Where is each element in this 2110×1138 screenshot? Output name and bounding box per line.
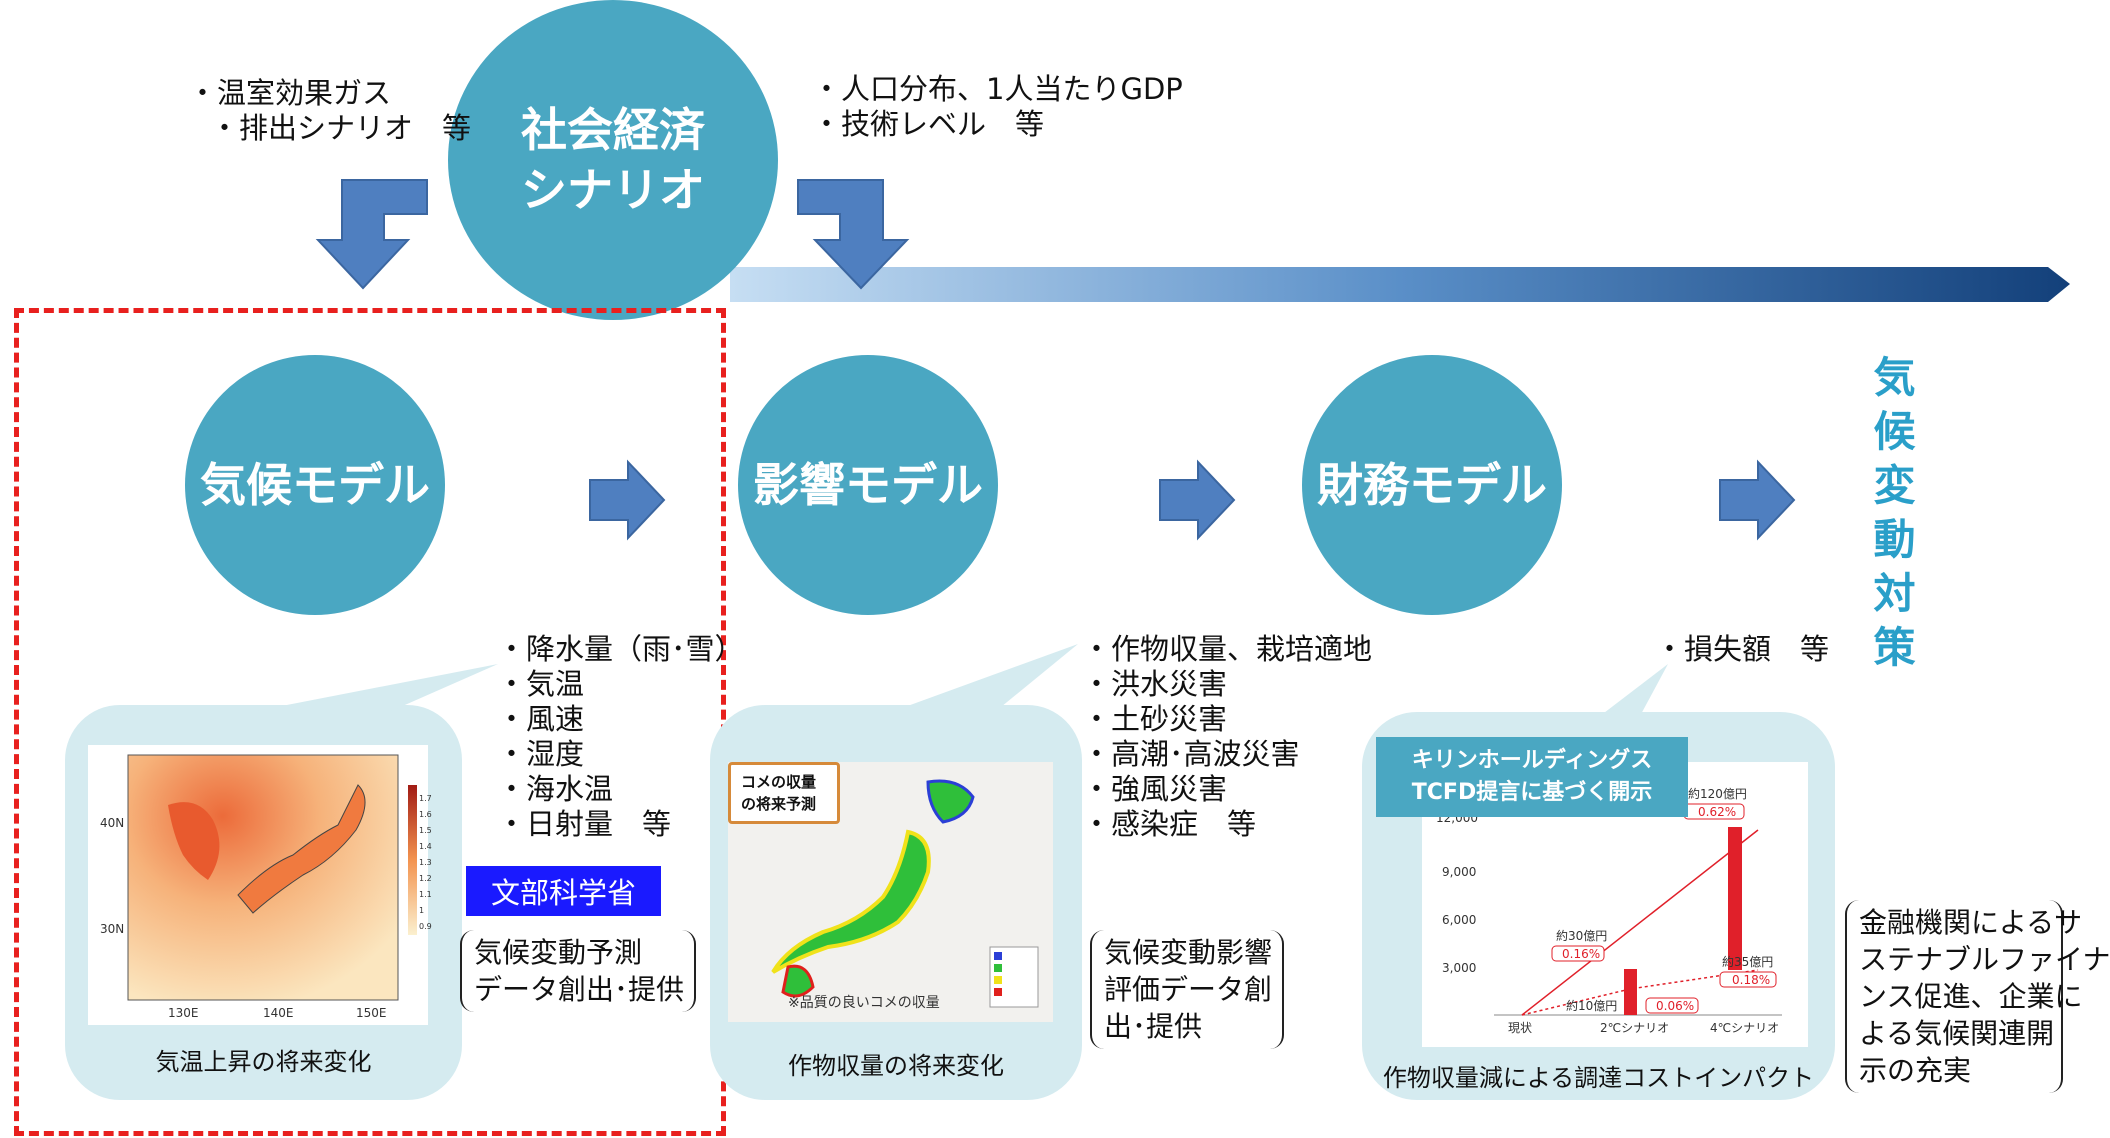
finance-output-list: 損失額 等 (1655, 632, 1829, 667)
colorbar-tick-label: 1 (419, 906, 424, 915)
arrow-impact-to-finance (1159, 459, 1236, 541)
socioeconomic-scenario-label: 社会経済 シナリオ (521, 103, 705, 217)
colorbar-tick-label: 1.3 (419, 858, 432, 867)
anno-10oku-pct: 0.06% (1656, 999, 1694, 1013)
climate-callout-pointer (230, 664, 498, 716)
x-label-4c: 4℃シナリオ (1710, 1021, 1779, 1035)
legend-swatch-yellow (994, 976, 1002, 984)
climate-model-circle: 気候モデル (185, 355, 445, 615)
lon-label-130e: 130E (168, 1006, 199, 1020)
honshu (771, 829, 931, 974)
temperature-map-svg: 40N 30N 130E 140E 150E 1.71.61.51.41.31.… (100, 754, 432, 1020)
anno-120oku: 約120億円 (1688, 786, 1747, 801)
korea-land (168, 802, 220, 880)
colorbar (408, 785, 417, 935)
colorbar-tick-label: 1.4 (419, 842, 432, 851)
anno-35oku: 約35億円 (1722, 954, 1773, 969)
anno-30oku: 約30億円 (1556, 928, 1607, 943)
timeline-gradient-arrow (730, 267, 2070, 302)
japan-land (237, 784, 366, 914)
mext-badge: 文部科学省 (466, 866, 661, 916)
anno-10oku: 約10億円 (1566, 998, 1617, 1013)
climate-caption: 気温上昇の将来変化 (155, 1048, 372, 1076)
socioeconomic-scenario-circle: 社会経済 シナリオ (448, 0, 778, 320)
rice-yield-map: コメの収量 の将来予測 ※品質の良いコメの収量 (728, 762, 1053, 1022)
arrow-climate-to-impact (589, 459, 666, 541)
emission-scenario-note: 温室効果ガス 排出シナリオ 等 (188, 76, 471, 146)
bent-arrow-right (797, 179, 910, 290)
x-label-2c: 2℃シナリオ (1600, 1021, 1669, 1035)
bar-2c (1624, 969, 1637, 1015)
impact-model-label: 影響モデル (753, 458, 983, 512)
impact-callout-pointer (880, 644, 1078, 716)
colorbar-ticks: 1.7 1.6 1.5 1.4 1.3 1.2 1.1 1 0.9 (419, 794, 432, 931)
anno-120oku-pct: 0.62% (1698, 805, 1736, 819)
colorbar-tick-label: 1.5 (419, 826, 432, 835)
finance-outcome-bracket: 金融機関によるサ ステナブルファイナ ンス促進、企業に よる気候関連開 示の充実 (1845, 900, 2110, 1093)
climate-model-label: 気候モデル (200, 458, 430, 512)
rice-map-svg (771, 779, 1039, 1008)
colorbar-tick-label: 1.2 (419, 874, 432, 883)
impact-caption: 作物収量の将来変化 (788, 1052, 1004, 1080)
socioeconomic-note: 人口分布、1人当たりGDP 技術レベル 等 (812, 72, 1183, 142)
bar-4c (1728, 827, 1742, 970)
anno-30oku-pct: 0.16% (1562, 947, 1600, 961)
rice-map-note: ※品質の良いコメの収量 (788, 995, 940, 1011)
kyushu (781, 964, 815, 998)
finance-callout-pointer (1600, 664, 1668, 716)
anno-35oku-pct: 0.18% (1732, 973, 1770, 987)
impact-output-list: 作物収量、栽培適地 洪水災害 土砂災害 高潮･高波災害 強風災害 感染症 等 (1082, 632, 1372, 842)
climate-output-list: 降水量（雨･雪） 気温 風速 湿度 海水温 日射量 等 (497, 632, 744, 842)
climate-data-bracket: 気候変動予測 データ創出･提供 (460, 930, 697, 1012)
legend-swatch-blue (994, 952, 1002, 960)
lon-label-140e: 140E (263, 1006, 294, 1020)
y-tick-3000: 3,000 (1442, 961, 1476, 975)
impact-model-circle: 影響モデル (738, 355, 998, 615)
hokkaido (926, 779, 975, 824)
climate-action-vertical-title: 気候変動対策 (1867, 355, 1916, 679)
colorbar-tick-label: 0.9 (419, 922, 432, 931)
colorbar-tick-label: 1.6 (419, 810, 432, 819)
lat-label-30n: 30N (100, 922, 124, 936)
colorbar-tick-label: 1.7 (419, 794, 432, 803)
legend-swatch-red (994, 988, 1002, 996)
finance-model-label: 財務モデル (1317, 458, 1547, 512)
lon-label-150e: 150E (356, 1006, 387, 1020)
y-tick-6000: 6,000 (1442, 913, 1476, 927)
y-tick-9000: 9,000 (1442, 865, 1476, 879)
colorbar-tick-label: 1.1 (419, 890, 432, 899)
kirin-banner: キリンホールディングス TCFD提言に基づく開示 (1376, 737, 1688, 817)
x-label-current: 現状 (1508, 1021, 1532, 1035)
finance-model-circle: 財務モデル (1302, 355, 1562, 615)
impact-data-bracket: 気候変動影響 評価データ創 出･提供 (1090, 930, 1285, 1049)
legend-swatch-green (994, 964, 1002, 972)
finance-caption: 作物収量減による調達コストインパクト (1382, 1064, 1815, 1092)
arrow-finance-to-action (1719, 459, 1796, 541)
kirin-chart-svg: 12,000 9,000 6,000 3,000 現状 2℃シナリオ 4℃シナリ… (1436, 786, 1782, 1035)
bent-arrow-left (315, 179, 428, 290)
rice-map-title: コメの収量 の将来予測 (728, 762, 840, 824)
lat-label-40n: 40N (100, 816, 124, 830)
